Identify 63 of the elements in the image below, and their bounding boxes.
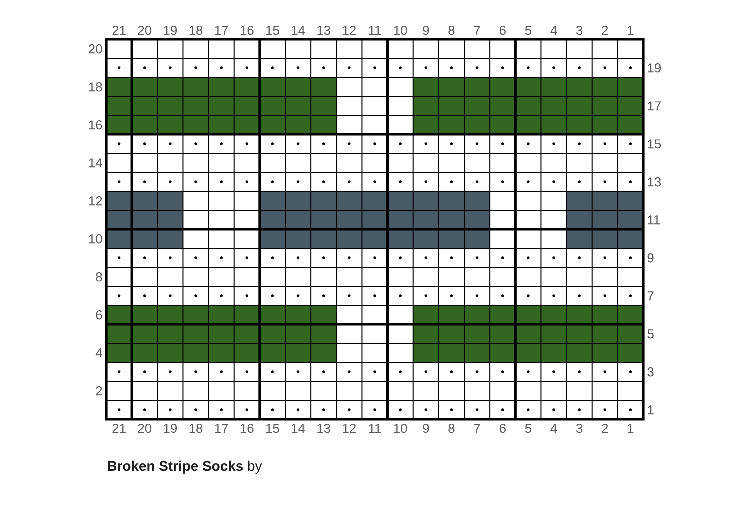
row-number: 15 — [648, 140, 662, 149]
row-number: 1 — [648, 406, 654, 415]
column-number: 6 — [500, 424, 506, 434]
column-number: 6 — [500, 26, 506, 36]
column-number: 1 — [628, 424, 634, 433]
column-number: 14 — [292, 26, 306, 35]
column-number: 17 — [215, 26, 228, 35]
column-number: 5 — [525, 424, 532, 434]
column-number: 12 — [343, 424, 356, 433]
column-number: 4 — [550, 26, 558, 35]
row-number: 2 — [96, 386, 102, 396]
column-number: 9 — [423, 26, 430, 36]
column-number: 9 — [423, 424, 430, 434]
column-number: 4 — [550, 424, 558, 433]
column-number: 10 — [394, 424, 408, 434]
row-number: 19 — [648, 64, 661, 73]
column-number: 15 — [266, 424, 280, 434]
column-number: 16 — [240, 424, 254, 434]
column-number: 18 — [190, 424, 203, 434]
row-number: 13 — [648, 178, 662, 187]
column-number: 20 — [138, 26, 152, 36]
column-number: 3 — [576, 424, 583, 434]
row-number: 8 — [96, 272, 102, 282]
column-number: 21 — [112, 424, 126, 433]
column-number: 8 — [448, 424, 455, 434]
row-number: 20 — [89, 44, 102, 54]
column-number: 8 — [448, 26, 455, 36]
row-number: 6 — [96, 310, 102, 320]
column-number: 11 — [369, 424, 382, 433]
row-number: 16 — [89, 120, 102, 130]
column-number: 3 — [576, 26, 583, 36]
column-number: 7 — [474, 26, 480, 35]
row-number: 17 — [648, 102, 661, 111]
column-number: 2 — [602, 424, 608, 433]
column-number: 20 — [138, 424, 152, 434]
column-number: 15 — [266, 26, 280, 36]
column-number: 18 — [190, 26, 203, 36]
row-number: 5 — [648, 330, 654, 339]
row-number: 14 — [89, 158, 102, 168]
row-number: 18 — [89, 82, 102, 92]
column-number: 19 — [164, 424, 178, 434]
row-number: 4 — [96, 348, 102, 358]
row-number: 11 — [648, 216, 660, 225]
column-number: 5 — [525, 26, 532, 36]
column-number: 10 — [394, 26, 408, 36]
row-number: 3 — [648, 368, 654, 377]
column-number: 12 — [343, 26, 356, 35]
column-number: 1 — [628, 26, 634, 35]
row-number: 12 — [89, 196, 102, 206]
caption: Broken Stripe Socks by — [108, 460, 262, 474]
column-number: 13 — [318, 26, 330, 36]
column-number: 19 — [164, 26, 178, 36]
row-number: 9 — [648, 254, 654, 263]
row-number: 10 — [89, 234, 102, 244]
column-number: 16 — [240, 26, 254, 36]
column-number: 13 — [318, 424, 330, 434]
column-number: 11 — [369, 26, 382, 35]
column-number: 14 — [292, 424, 306, 433]
column-number: 17 — [215, 424, 228, 433]
row-number: 7 — [648, 292, 654, 301]
column-number: 2 — [602, 26, 608, 35]
column-number: 7 — [474, 424, 480, 433]
column-number: 21 — [112, 26, 126, 35]
